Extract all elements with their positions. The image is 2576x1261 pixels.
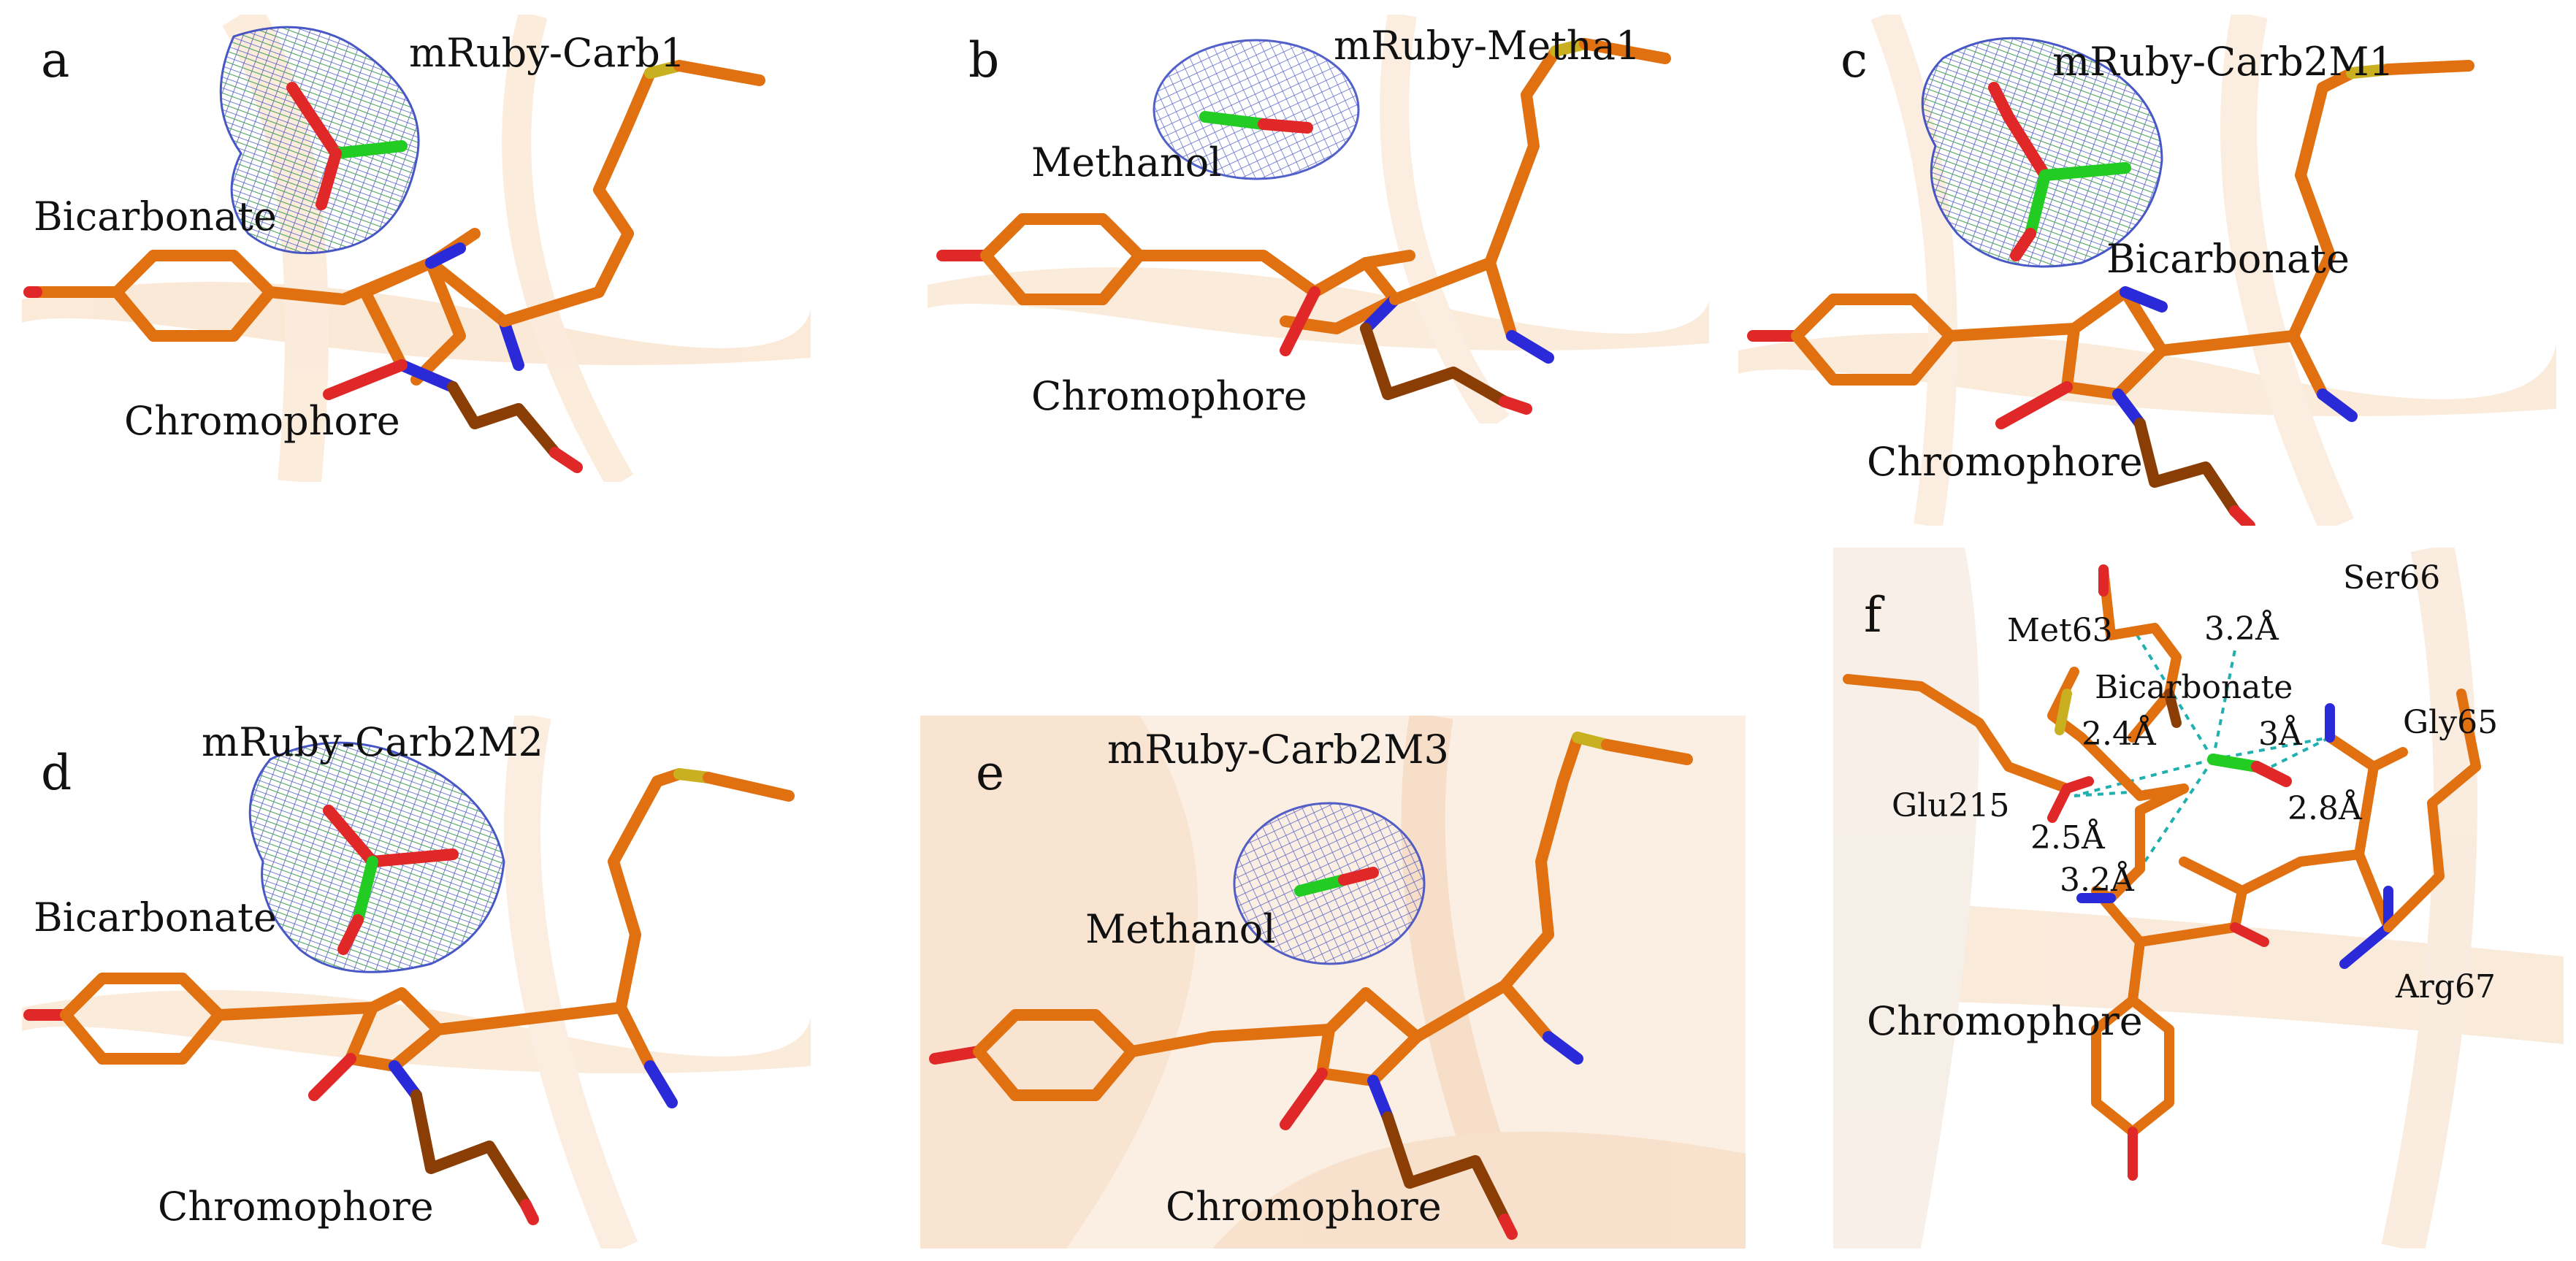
panel-b-ligand-label: Methanol: [1031, 139, 1222, 185]
chromophore-sticks: [936, 38, 1671, 415]
chromophore-sticks: [23, 768, 795, 1225]
distance-label-5: 2.5Å: [2030, 819, 2105, 856]
panel-d-chromophore-label: Chromophore: [158, 1184, 434, 1230]
panel-a-title: mRuby-Carb1: [409, 30, 686, 76]
panel-f: f Ser66 Met63 3.2Å Bicarbonate 2.4Å 3Å G…: [1833, 548, 2564, 1249]
chromophore-sticks: [23, 60, 765, 473]
panel-a-ligand-label: Bicarbonate: [34, 193, 277, 239]
distance-label-1: 3.2Å: [2204, 610, 2279, 648]
panel-b: b mRuby-Metha1 Methanol Chromophore: [928, 15, 1709, 423]
distance-label-4: 2.8Å: [2288, 790, 2362, 827]
residue-sticks: [1843, 564, 2481, 1181]
panel-b-letter: b: [968, 32, 1000, 88]
panel-a-chromophore-label: Chromophore: [124, 398, 400, 444]
protein-ribbon: [1833, 548, 2564, 1249]
residue-label-gly65: Gly65: [2403, 704, 2499, 741]
panel-e-ligand-label: Methanol: [1085, 906, 1276, 952]
panel-e-title: mRuby-Carb2M3: [1107, 727, 1449, 773]
residue-label-glu215: Glu215: [1892, 787, 2010, 824]
residue-label-met63: Met63: [2007, 612, 2113, 649]
residue-label-ser66: Ser66: [2343, 559, 2441, 597]
electron-density-mesh: [219, 26, 420, 255]
panel-d-structure: [22, 716, 811, 1249]
chromophore-sticks: [1747, 60, 2474, 526]
panel-b-structure: [928, 15, 1709, 423]
bicarbonate-ligand: [323, 805, 459, 955]
panel-c-ligand-label: Bicarbonate: [2106, 236, 2350, 282]
residue-label-arg67: Arg67: [2396, 968, 2496, 1005]
chromophore-sticks: [929, 732, 1693, 1240]
panel-a: a mRuby-Carb1 Bicarbonate Chromophore: [22, 15, 811, 482]
panel-c-structure: [1738, 15, 2556, 526]
bicarbonate-ligand: [2207, 754, 2292, 787]
panel-e-chromophore-label: Chromophore: [1166, 1184, 1442, 1230]
bicarbonate-ligand: [286, 82, 408, 210]
panel-b-title: mRuby-Metha1: [1334, 23, 1641, 69]
electron-density-mesh: [1153, 39, 1360, 180]
bicarbonate-ligand: [1988, 82, 2131, 261]
panel-f-letter: f: [1864, 587, 1882, 643]
methanol-ligand: [1199, 111, 1313, 134]
methanol-ligand: [1294, 867, 1379, 897]
panel-d-ligand-label: Bicarbonate: [34, 894, 277, 940]
panel-b-chromophore-label: Chromophore: [1031, 373, 1307, 419]
panel-a-structure: [22, 15, 811, 482]
panel-f-chromophore-label: Chromophore: [1867, 998, 2143, 1044]
panel-c: c mRuby-Carb2M1 Bicarbonate Chromophore: [1738, 15, 2556, 526]
panel-c-letter: c: [1841, 32, 1868, 88]
electron-density-mesh: [1921, 37, 2163, 268]
panel-f-structure: [1833, 548, 2564, 1249]
hydrogen-bonds: [2074, 626, 2331, 892]
panel-a-letter: a: [41, 32, 70, 88]
distance-label-3: 3Å: [2258, 716, 2302, 753]
protein-ribbon: [920, 716, 1746, 1249]
panel-d-letter: d: [41, 745, 72, 801]
panel-e-letter: e: [976, 745, 1005, 801]
panel-c-chromophore-label: Chromophore: [1867, 439, 2143, 485]
panel-d-title: mRuby-Carb2M2: [202, 719, 543, 765]
distance-label-2: 2.4Å: [2082, 716, 2156, 753]
protein-ribbon: [1738, 15, 2556, 526]
panel-d: d mRuby-Carb2M2 Bicarbonate Chromophore: [22, 716, 811, 1249]
panel-e: e mRuby-Carb2M3 Methanol Chromophore: [920, 716, 1746, 1249]
panel-e-structure: [920, 716, 1746, 1249]
panel-f-ligand-label: Bicarbonate: [2095, 669, 2293, 706]
panel-c-title: mRuby-Carb2M1: [2052, 39, 2394, 85]
distance-label-6: 3.2Å: [2060, 862, 2134, 899]
